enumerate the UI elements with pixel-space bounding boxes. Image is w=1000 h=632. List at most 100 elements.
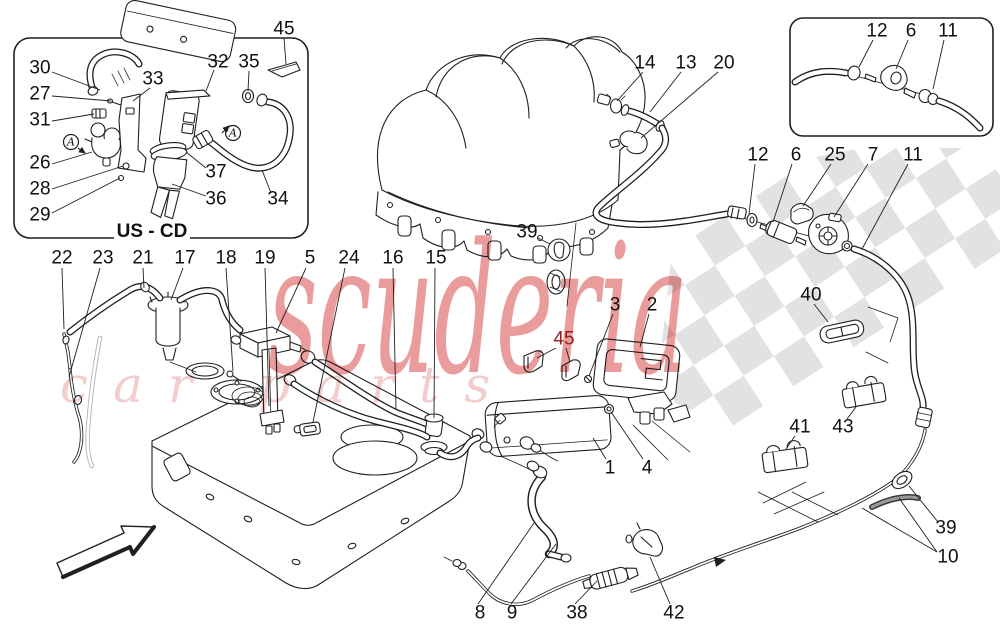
callout-11[interactable]: 11 — [938, 21, 958, 42]
leader-line-43 — [846, 406, 857, 420]
callout-14[interactable]: 14 — [634, 53, 656, 74]
leader-line-35 — [247, 70, 250, 92]
leader-line-40 — [813, 303, 829, 323]
flag-cell — [784, 286, 835, 337]
leader-line-25 — [802, 163, 832, 207]
leader-line-45 — [536, 347, 557, 359]
leader-line-32 — [205, 69, 215, 92]
callout-26[interactable]: 26 — [29, 153, 50, 174]
canister-ports — [471, 412, 559, 462]
callout-39[interactable]: 39 — [516, 222, 537, 243]
callout-11[interactable]: 11 — [903, 145, 923, 166]
leader-line-27 — [51, 95, 112, 102]
callout-10[interactable]: 10 — [937, 547, 958, 568]
callout-32[interactable]: 32 — [207, 52, 228, 73]
leader-line-38 — [574, 580, 598, 605]
clip-40 — [819, 306, 899, 364]
flag-cell — [684, 265, 735, 316]
callout-30[interactable]: 30 — [29, 58, 50, 79]
callout-13[interactable]: 13 — [675, 53, 696, 74]
leader-line-39 — [537, 237, 551, 245]
leader-line-29 — [51, 177, 121, 214]
callout-21[interactable]: 21 — [132, 248, 153, 269]
flag-cell — [905, 208, 955, 259]
flag-cell — [713, 375, 764, 426]
valve-5-assembly — [226, 326, 321, 437]
callout-28[interactable]: 28 — [29, 179, 50, 200]
leader-line-21 — [142, 267, 145, 289]
leader-line-10 — [898, 497, 938, 553]
callout-1[interactable]: 1 — [605, 458, 616, 479]
leader-line-33 — [132, 87, 151, 102]
callout-18[interactable]: 18 — [215, 248, 236, 269]
intake-manifold — [375, 36, 646, 264]
callout-3[interactable]: 3 — [610, 295, 621, 316]
callout-24[interactable]: 24 — [338, 248, 360, 269]
callout-2[interactable]: 2 — [647, 295, 658, 316]
grommet-39-exploded — [546, 222, 577, 307]
leader-line-45 — [283, 37, 287, 65]
callout-4[interactable]: 4 — [642, 458, 653, 479]
callout-12[interactable]: 12 — [866, 21, 887, 42]
callout-41[interactable]: 41 — [789, 417, 810, 438]
leader-line-12 — [858, 39, 874, 68]
callout-35[interactable]: 35 — [238, 52, 259, 73]
callout-37[interactable]: 37 — [205, 162, 226, 183]
detail-marker-A-1: A — [62, 133, 86, 154]
callout-7[interactable]: 7 — [868, 145, 879, 166]
callout-12[interactable]: 12 — [747, 145, 768, 166]
grommet-39-installed — [891, 470, 913, 490]
flag-cell — [965, 169, 1000, 219]
callout-40[interactable]: 40 — [800, 285, 821, 306]
callout-31[interactable]: 31 — [29, 110, 50, 131]
canister-bracket-2 — [583, 338, 691, 461]
callout-8[interactable]: 8 — [475, 603, 486, 624]
callout-39[interactable]: 39 — [935, 518, 956, 539]
svg-text:A: A — [228, 127, 237, 140]
leader-line-19 — [264, 267, 270, 407]
callout-15[interactable]: 15 — [425, 248, 446, 269]
leader-line-22 — [61, 267, 65, 330]
callout-45[interactable]: 45 — [553, 329, 574, 350]
flag-cell — [724, 325, 774, 376]
callout-6[interactable]: 6 — [906, 21, 917, 42]
leader-line-5 — [275, 267, 307, 334]
detail-marker-A-2: A — [221, 124, 242, 142]
callout-5[interactable]: 5 — [305, 248, 316, 269]
callout-29[interactable]: 29 — [29, 205, 50, 226]
callout-27[interactable]: 27 — [29, 84, 50, 105]
flag-cell — [954, 218, 1000, 269]
svg-text:A: A — [66, 136, 75, 149]
callout-45[interactable]: 45 — [273, 19, 294, 40]
callout-25[interactable]: 25 — [824, 145, 845, 166]
callout-23[interactable]: 23 — [92, 248, 113, 269]
flag-cell — [734, 276, 785, 326]
callout-38[interactable]: 38 — [566, 603, 587, 624]
callout-34[interactable]: 34 — [267, 189, 289, 210]
callout-43[interactable]: 43 — [832, 417, 853, 438]
flag-cell — [855, 197, 906, 248]
leader-line-7 — [833, 163, 869, 218]
callout-22[interactable]: 22 — [51, 248, 72, 269]
flag-cell — [695, 215, 746, 266]
callout-36[interactable]: 36 — [205, 189, 226, 210]
rear-vapour-line — [443, 245, 933, 606]
leader-line-4 — [610, 411, 644, 460]
callout-19[interactable]: 19 — [254, 248, 275, 269]
clips-45 — [523, 350, 581, 382]
callout-33[interactable]: 33 — [142, 69, 163, 90]
inset-label-us-cd: US - CD — [117, 221, 188, 242]
leader-line-30 — [51, 71, 101, 91]
inset-box-us-cd: US - CD — [13, 0, 309, 242]
callout-9[interactable]: 9 — [507, 603, 518, 624]
inset-box-connector — [789, 17, 994, 137]
callout-6[interactable]: 6 — [791, 145, 802, 166]
callout-20[interactable]: 20 — [713, 53, 734, 74]
callout-42[interactable]: 42 — [663, 603, 684, 624]
callout-17[interactable]: 17 — [174, 248, 195, 269]
callout-16[interactable]: 16 — [382, 248, 403, 269]
leader-line-24 — [312, 267, 346, 423]
flag-cell — [915, 158, 966, 209]
